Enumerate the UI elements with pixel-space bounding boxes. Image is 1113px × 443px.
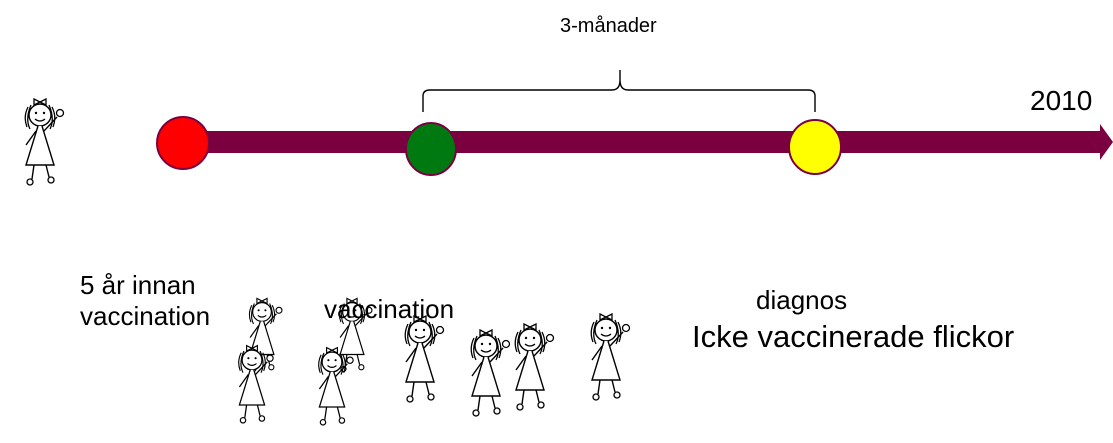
event-dot-before: [156, 116, 210, 170]
group-label: Icke vaccinerade flickor: [692, 319, 1015, 354]
end-year-label: 2010: [1030, 85, 1093, 116]
timeline-arrowhead: [1100, 124, 1113, 160]
girl-figure-icon: [24, 98, 65, 186]
event-dot-diagnosis: [788, 119, 842, 175]
event-dot-vaccination: [405, 122, 457, 176]
bracket-label: 3-månader: [560, 15, 657, 37]
event-label-diagnosis: diagnos: [756, 285, 848, 315]
event-label-vaccination: vaccination: [324, 294, 455, 324]
timeline-bar: [168, 131, 1100, 153]
three-month-bracket: [422, 70, 816, 112]
event-label-before: 5 år innan vaccination: [80, 270, 211, 332]
